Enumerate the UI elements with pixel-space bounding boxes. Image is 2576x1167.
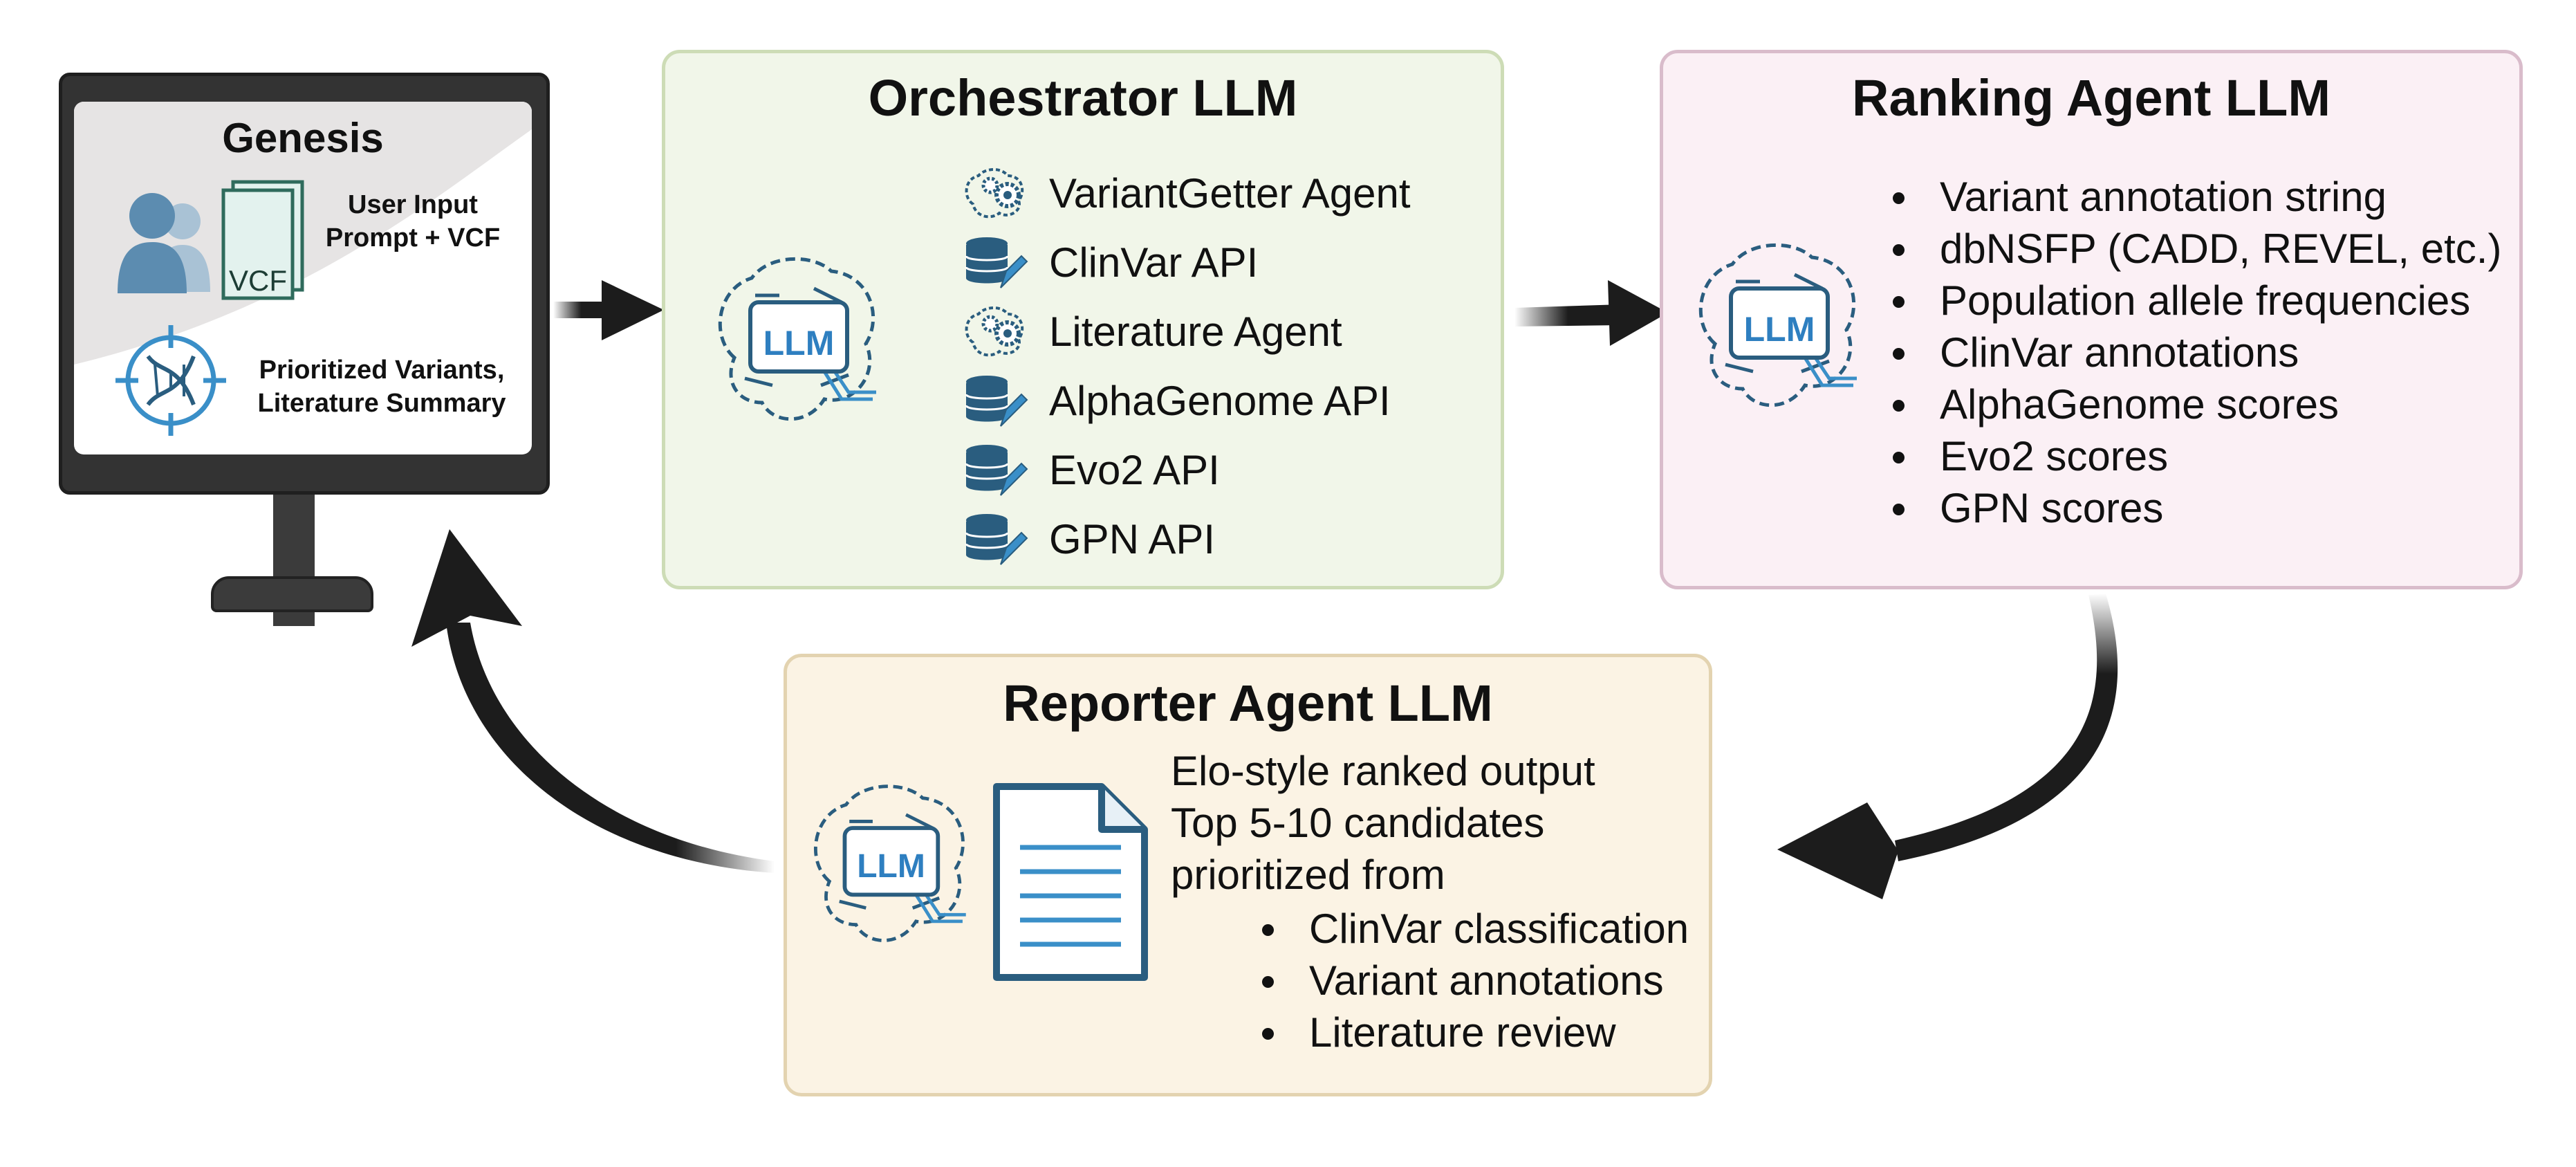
bullet-item: ClinVar annotations: [1884, 327, 2501, 378]
bullet-item: dbNSFP (CADD, REVEL, etc.): [1884, 223, 2501, 275]
database-icon: [965, 444, 1028, 496]
tool-label: ClinVar API: [1049, 239, 1259, 286]
bullet-item: ClinVar classification: [1254, 903, 1689, 955]
bullet-item: Literature review: [1254, 1007, 1689, 1058]
llm-chip-label: LLM: [857, 848, 925, 885]
reporter-panel: Reporter Agent LLM LLM Elo-style ranked …: [784, 654, 1712, 1096]
database-icon: [965, 375, 1028, 427]
tool-label: GPN API: [1049, 516, 1216, 562]
user-input-label-line1: User Input: [348, 190, 478, 219]
llm-brain-icon: [813, 784, 966, 942]
dna-target-icon: [115, 325, 226, 436]
arrow-reporter-to-genesis: [411, 529, 775, 873]
tool-label: Evo2 API: [1049, 447, 1220, 493]
database-icon: [965, 237, 1028, 288]
report-document-icon: [993, 783, 1148, 981]
orchestrator-tool-item: VariantGetter Agent: [959, 164, 1411, 223]
ranking-panel: Ranking Agent LLM LLM Variant annotation…: [1660, 50, 2523, 589]
arrow-orchestrator-to-ranking: [1514, 280, 1668, 346]
llm-chip-label: LLM: [1743, 310, 1815, 349]
bullet-item: Variant annotations: [1254, 955, 1689, 1007]
genesis-title: Genesis: [222, 115, 384, 161]
orchestrator-tool-item: GPN API: [959, 510, 1215, 569]
agent-gear-icon: [965, 167, 1024, 218]
orchestrator-panel: Orchestrator LLM LLM VariantGetter Agent…: [662, 50, 1504, 589]
orchestrator-tool-item: ClinVar API: [959, 233, 1258, 292]
orchestrator-tool-item: AlphaGenome API: [959, 371, 1391, 430]
database-icon: [965, 513, 1028, 565]
bullet-item: Variant annotation string: [1884, 171, 2501, 223]
orchestrator-tool-item: Literature Agent: [959, 302, 1342, 361]
reporter-line: Elo-style ranked output: [1171, 748, 1595, 794]
bullet-item: Evo2 scores: [1884, 430, 2501, 482]
llm-brain-icon: [718, 257, 876, 421]
ranking-title: Ranking Agent LLM: [1852, 69, 2331, 127]
bullet-item: Population allele frequencies: [1884, 275, 2501, 327]
arrow-ranking-to-reporter: [1777, 594, 2118, 899]
vcf-file-icon: [221, 180, 304, 300]
orchestrator-title: Orchestrator LLM: [868, 69, 1298, 127]
output-label-line2: Literature Summary: [257, 389, 506, 418]
bullet-item: AlphaGenome scores: [1884, 378, 2501, 430]
output-label-line1: Prioritized Variants,: [259, 356, 505, 385]
user-input-label-line2: Prompt + VCF: [325, 223, 501, 252]
tool-label: AlphaGenome API: [1049, 378, 1391, 424]
genesis-monitor: Genesis VCF User Input Prompt + VCF: [59, 73, 550, 630]
tool-label: VariantGetter Agent: [1049, 170, 1411, 217]
llm-brain-icon: [1698, 243, 1857, 407]
llm-chip-label: LLM: [763, 324, 835, 362]
reporter-line: prioritized from: [1171, 852, 1445, 898]
reporter-title: Reporter Agent LLM: [1003, 674, 1493, 732]
users-icon: [118, 193, 210, 293]
vcf-label: VCF: [229, 264, 287, 297]
agent-gear-icon: [965, 306, 1024, 356]
bullet-item: GPN scores: [1884, 482, 2501, 534]
tool-label: Literature Agent: [1049, 309, 1342, 355]
monitor-screen: Genesis VCF User Input Prompt + VCF: [74, 102, 532, 454]
arrow-genesis-to-orchestrator: [553, 280, 664, 340]
monitor-base: [211, 576, 373, 612]
orchestrator-tool-item: Evo2 API: [959, 441, 1220, 499]
reporter-line: Top 5-10 candidates: [1171, 800, 1545, 846]
